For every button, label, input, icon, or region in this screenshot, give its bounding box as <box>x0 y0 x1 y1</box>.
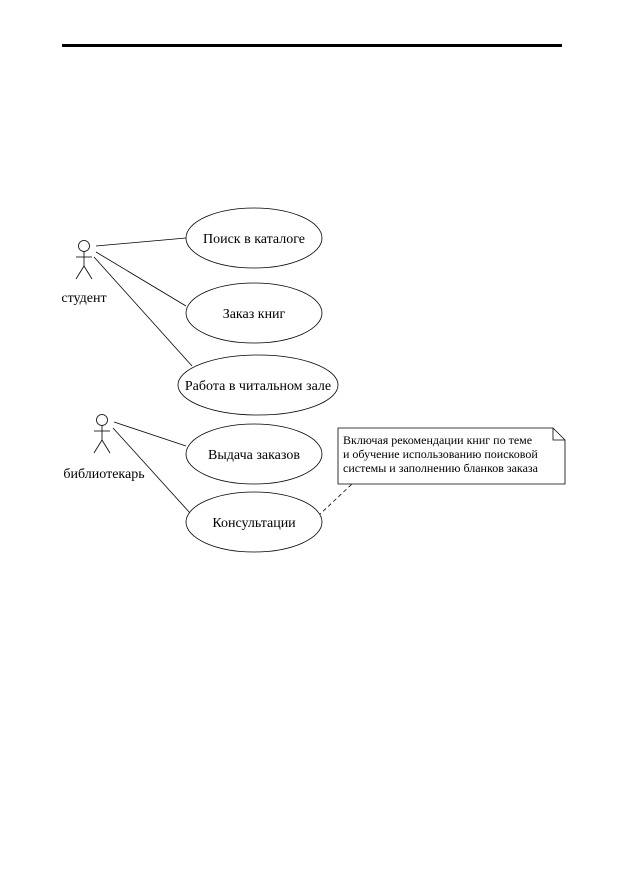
actor-student-label: студент <box>61 291 106 306</box>
actor-librarian-label: библиотекарь <box>63 467 144 482</box>
actor-librarian-right-leg <box>101 439 111 454</box>
actor-librarian <box>93 414 111 454</box>
usecase-book-order <box>185 282 323 344</box>
note-line-1: Включая рекомендации книг по теме <box>343 433 532 447</box>
assoc-librarian-consultations <box>112 427 191 514</box>
actor-student-head <box>78 240 90 252</box>
actor-student-left-leg <box>75 265 85 280</box>
assoc-student-reading-room <box>93 256 193 367</box>
usecase-order-delivery <box>185 423 323 485</box>
assoc-student-catalog-search <box>95 237 187 247</box>
note-line-2: и обучение использованию поисковой <box>343 447 538 461</box>
note-folded-corner <box>552 428 565 441</box>
usecase-reading-room-label: Работа в читальном зале <box>185 379 331 394</box>
usecase-consultations <box>185 491 323 553</box>
actor-librarian-left-leg <box>93 439 103 454</box>
note-box <box>337 427 566 485</box>
usecase-reading-room <box>177 354 339 416</box>
note-line-3: системы и заполнению бланков заказа <box>343 461 539 475</box>
usecase-consultations-label: Консультации <box>212 516 296 531</box>
usecase-catalog-search <box>185 207 323 269</box>
actor-librarian-head <box>96 414 108 426</box>
usecase-catalog-search-label: Поиск в каталоге <box>203 232 305 247</box>
note-anchor-line <box>317 483 353 517</box>
header-rule <box>62 44 562 47</box>
assoc-student-book-order <box>95 251 187 307</box>
actor-student-right-leg <box>83 265 93 280</box>
usecase-book-order-label: Заказ книг <box>223 307 286 322</box>
assoc-librarian-order-delivery <box>113 421 187 447</box>
usecase-order-delivery-label: Выдача заказов <box>208 448 300 463</box>
actor-student <box>75 240 93 280</box>
